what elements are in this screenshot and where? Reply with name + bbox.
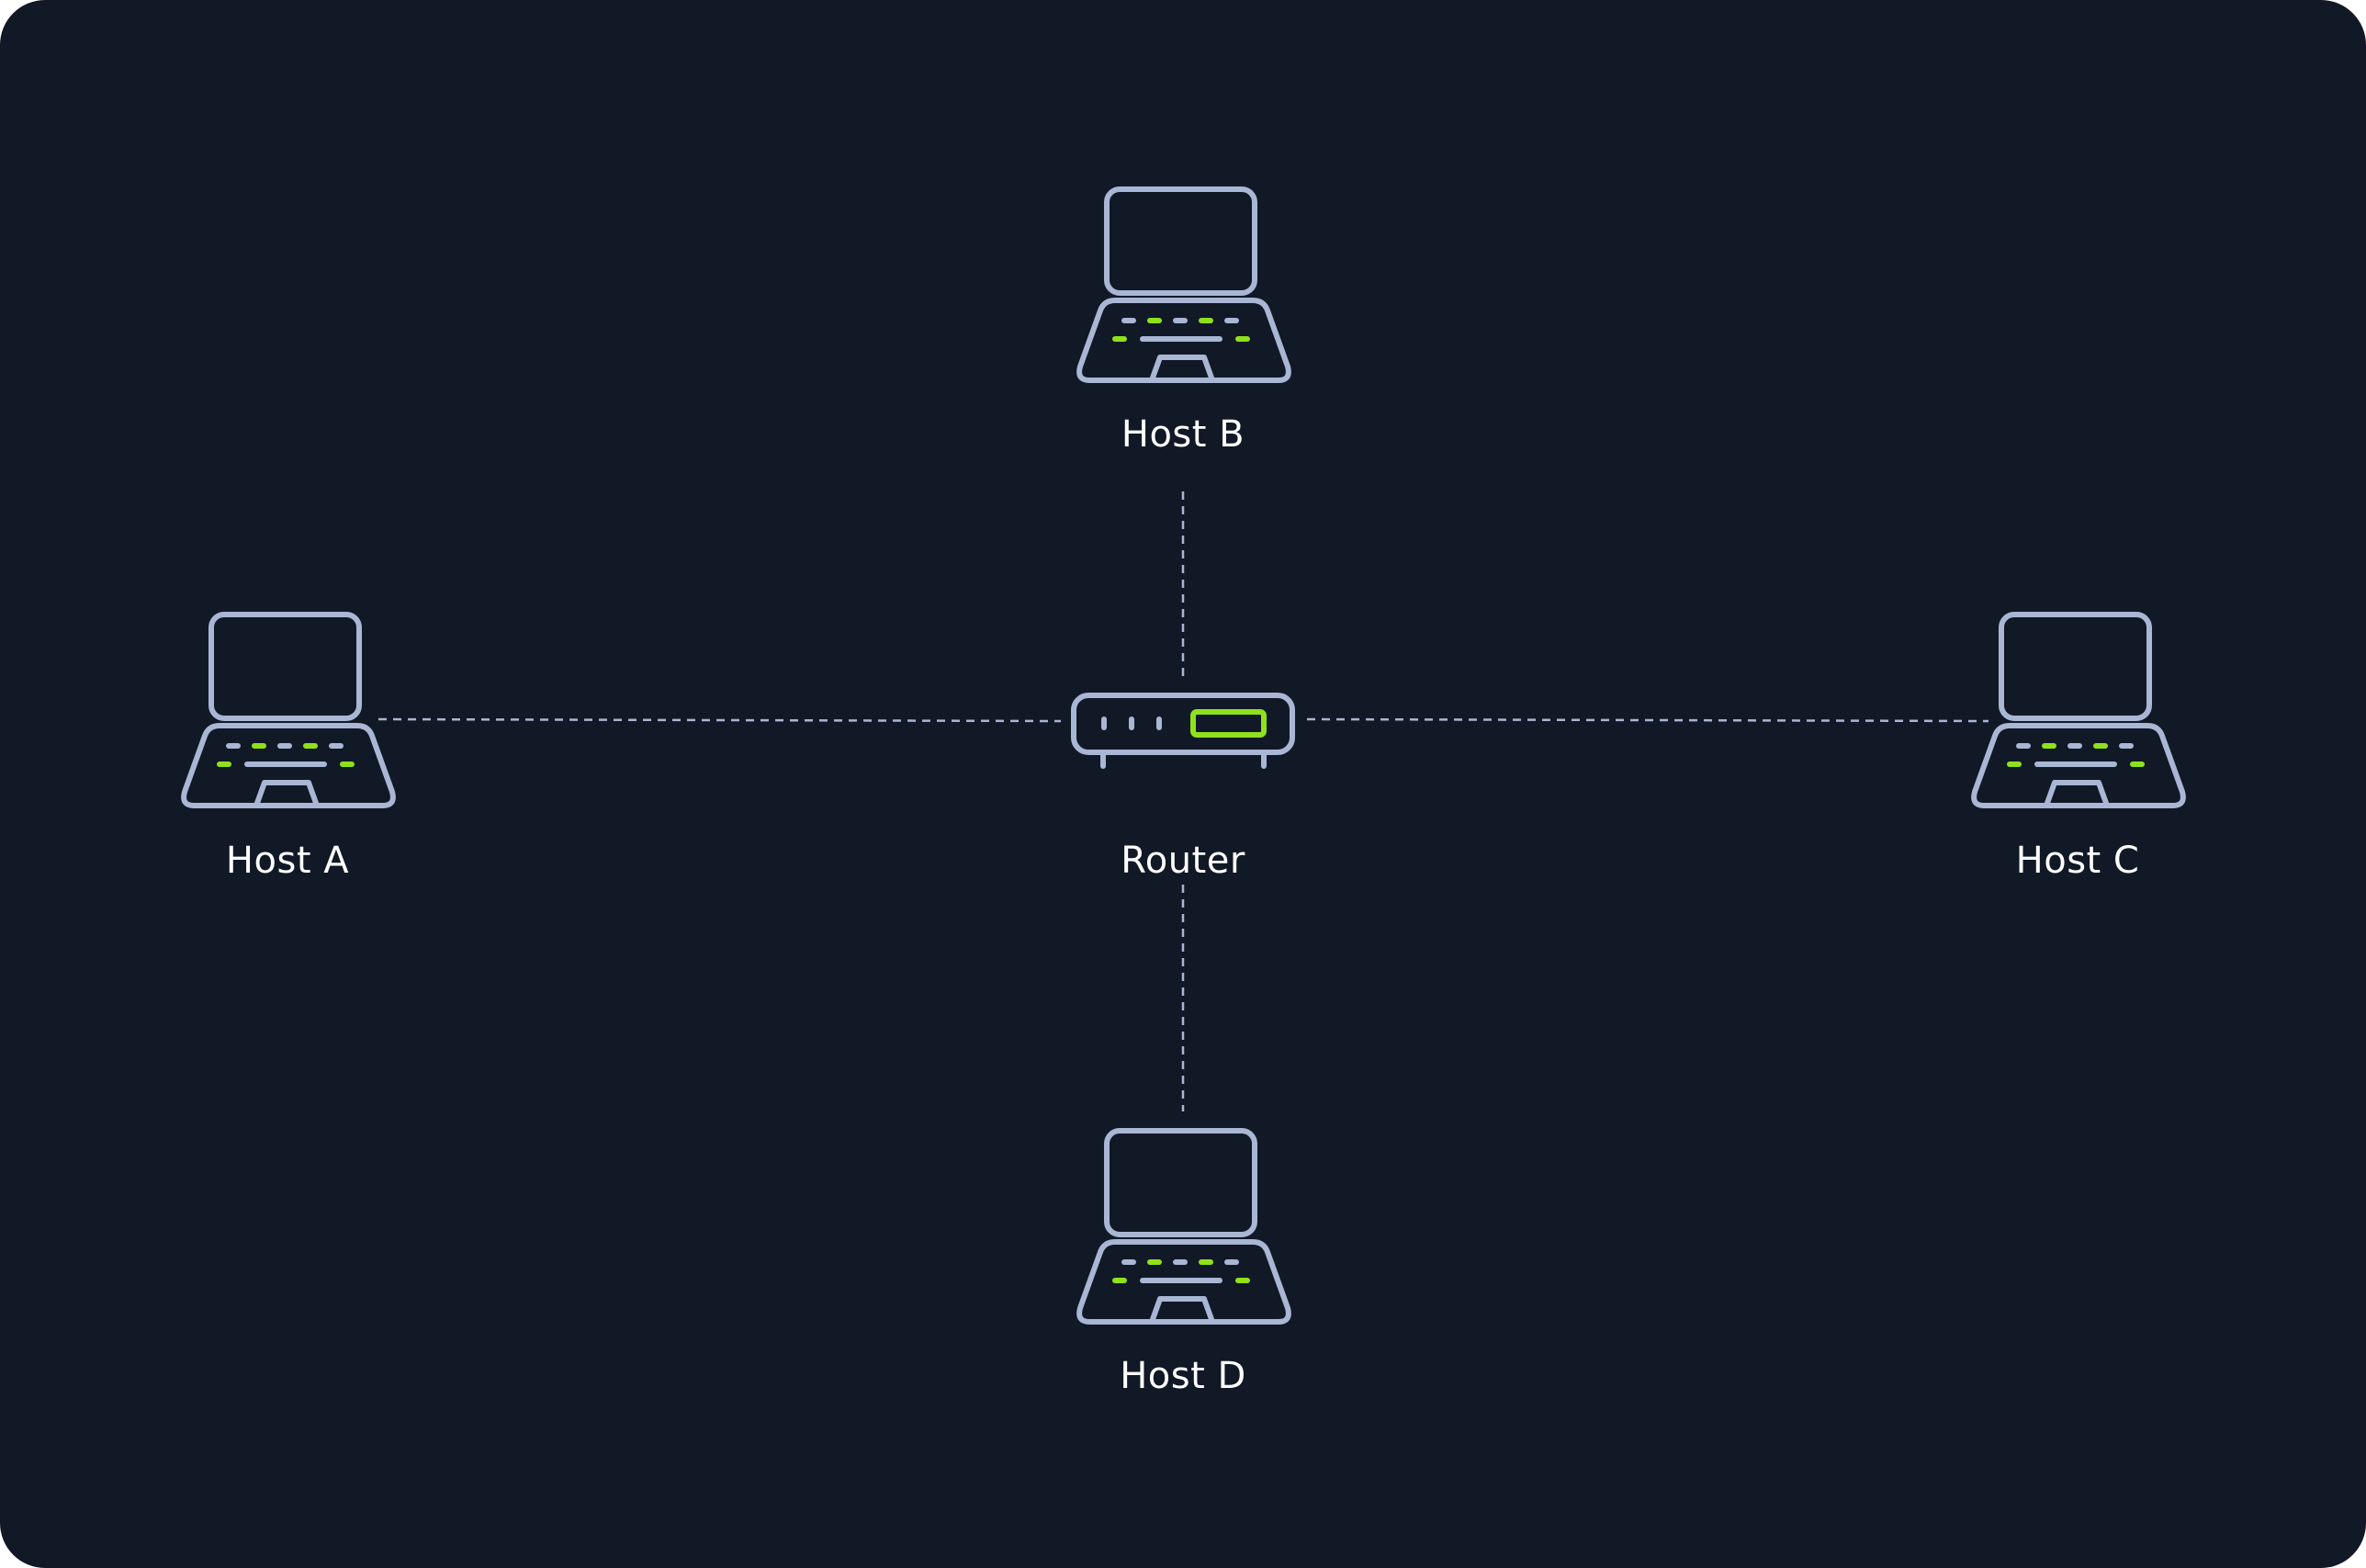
node-router[interactable]: Router [1071, 693, 1295, 882]
node-label-host-b: Host B [1121, 413, 1245, 456]
node-label-router: Router [1121, 840, 1245, 882]
node-label-host-a: Host A [226, 840, 349, 882]
node-host-d[interactable]: Host D [1079, 1131, 1289, 1397]
node-host-b[interactable]: Host B [1079, 189, 1289, 456]
node-host-a[interactable]: Host A [184, 615, 393, 882]
edge-host-a-router [377, 717, 1062, 723]
node-label-host-c: Host C [2016, 840, 2140, 882]
node-host-c[interactable]: Host C [1974, 615, 2183, 882]
router-icon [1071, 693, 1295, 769]
edge-router-host-c [1306, 717, 1989, 723]
node-label-host-d: Host D [1120, 1355, 1246, 1397]
connectors [377, 491, 1989, 1111]
